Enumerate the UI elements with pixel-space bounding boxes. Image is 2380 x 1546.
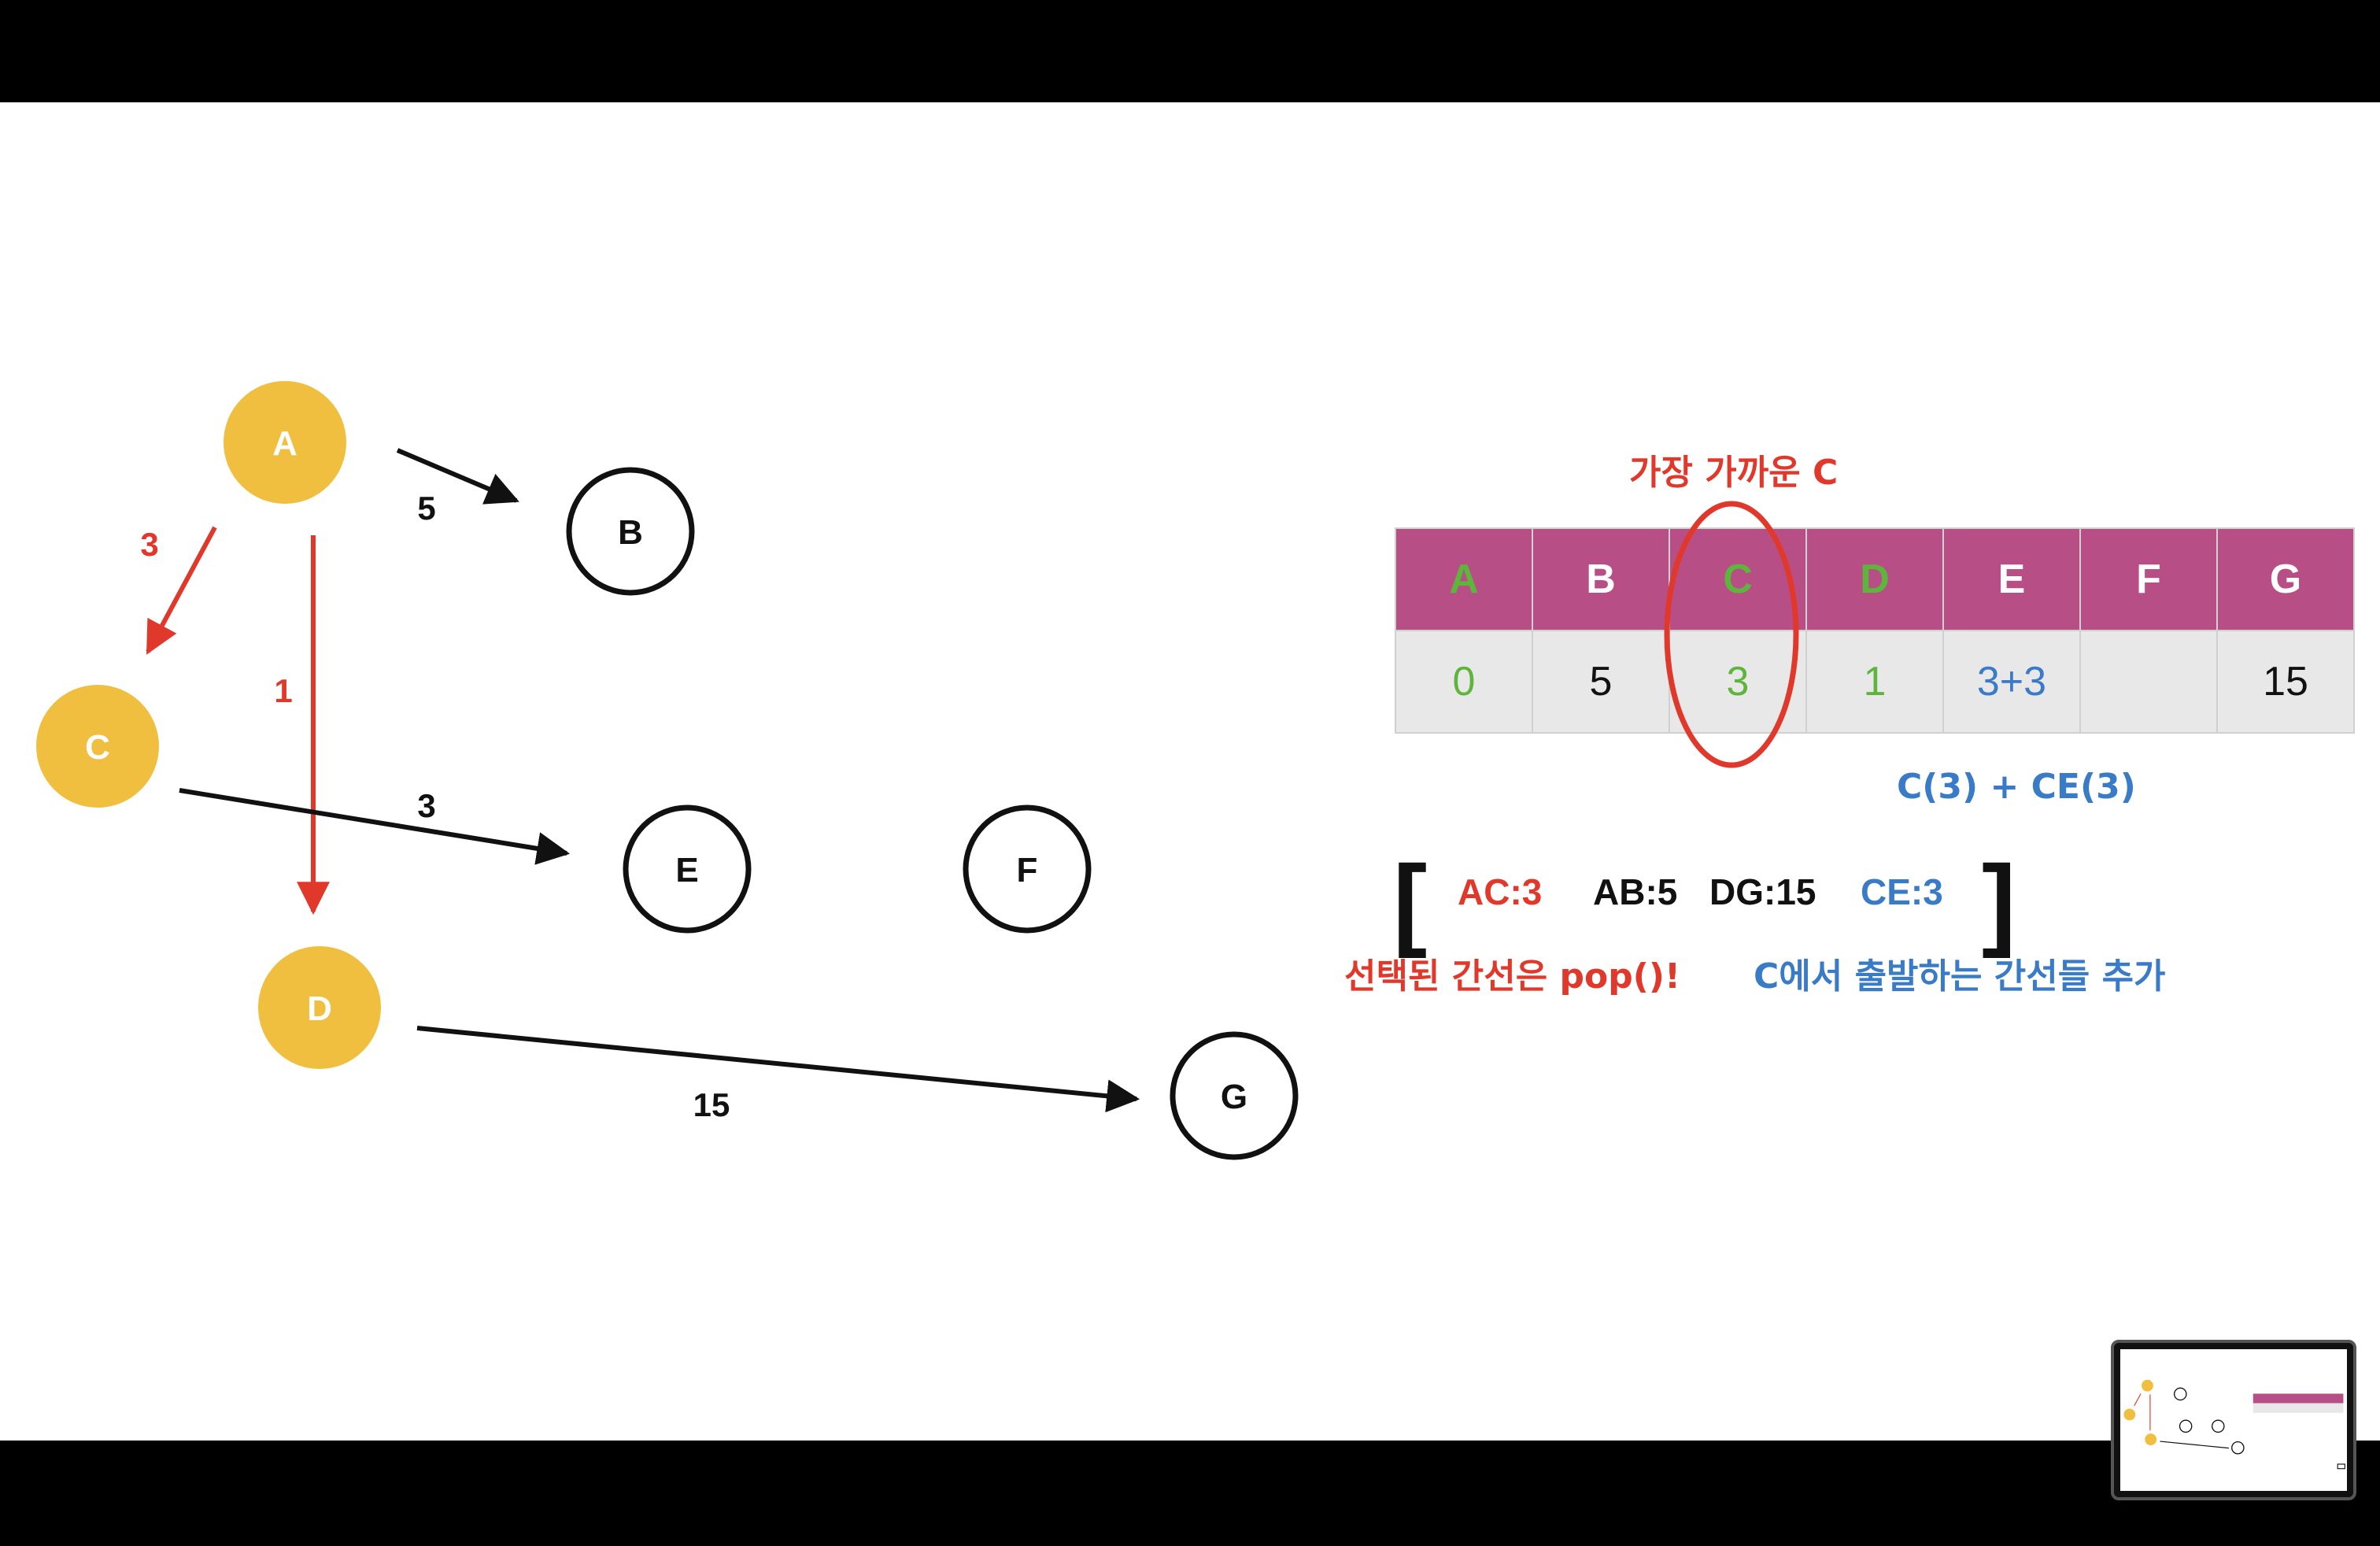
node-a: A [224, 381, 346, 504]
edge-weight-ac: 3 [140, 526, 158, 563]
thumbnail-miniature [2123, 1379, 2345, 1470]
pop-note: 선택된 간선은 pop()! [1344, 956, 1681, 997]
node-d: D [258, 946, 381, 1069]
node-g: G [1170, 1031, 1299, 1160]
node-circle-c [36, 685, 159, 808]
edge-dg [416, 1026, 1140, 1113]
queue-item-dg: DG:15 [1709, 871, 1816, 912]
node-label-f: F [1017, 851, 1038, 890]
node-label-b: B [618, 513, 643, 552]
node-circle-d [258, 946, 381, 1069]
slide-thumbnail[interactable] [2111, 1340, 2356, 1500]
header-cell-a: A [1395, 527, 1533, 631]
node-circle-g [1170, 1031, 1299, 1160]
header-cell-c: C [1669, 527, 1807, 631]
nodes-layer: A B C D E F G [36, 381, 1299, 1160]
node-c: C [36, 685, 159, 808]
value-cell-d: 1 [1805, 630, 1944, 734]
queue-open-bracket: [ [1393, 844, 1428, 959]
node-circle-b [566, 467, 695, 596]
edge-weight-dg: 15 [693, 1086, 730, 1123]
value-cell-g: 15 [2216, 630, 2355, 734]
value-cell-f [2079, 630, 2218, 734]
node-circle-a [224, 381, 346, 504]
graph-diagram: 5 3 1 3 15 A B C D E F G [36, 381, 1299, 1160]
closest-node-label: 가장 가까운 C [1629, 453, 1839, 493]
node-label-e: E [675, 851, 698, 890]
value-cell-e: 3+3 [1942, 630, 2081, 734]
node-circle-e [623, 804, 752, 934]
edge-ce [179, 788, 571, 865]
queue-item-ac: AC:3 [1458, 871, 1543, 912]
node-label-d: D [307, 989, 332, 1028]
edge-weight-ce: 3 [417, 787, 435, 824]
header-cell-e: E [1942, 527, 2081, 631]
add-edges-note: C에서 출발하는 간선들 추가 [1754, 956, 2166, 997]
value-cell-a: 0 [1395, 630, 1533, 734]
queue-item-ce: CE:3 [1861, 871, 1943, 912]
value-cell-b: 5 [1532, 630, 1670, 734]
distance-table-value-row: 0 5 3 1 3+3 15 [1395, 630, 2355, 734]
queue-item-ab: AB:5 [1593, 871, 1678, 912]
node-f: F [963, 804, 1092, 934]
header-cell-b: B [1532, 527, 1670, 631]
highlight-ellipse [1664, 501, 1799, 768]
edge-ac [146, 526, 217, 655]
edges-layer: 5 3 1 3 15 [140, 448, 1140, 1123]
slide-thumbnail-preview [2120, 1349, 2347, 1491]
header-cell-d: D [1805, 527, 1944, 631]
node-label-c: C [85, 728, 110, 767]
queue-close-bracket: ] [1982, 844, 2016, 959]
header-cell-f: F [2079, 527, 2218, 631]
header-cell-g: G [2216, 527, 2355, 631]
node-circle-f [963, 804, 1092, 934]
edge-weight-ab: 5 [417, 490, 435, 527]
node-label-g: G [1221, 1078, 1247, 1116]
node-e: E [623, 804, 752, 934]
node-label-a: A [272, 424, 298, 463]
distance-table-header-row: A B C D E F G [1395, 527, 2355, 631]
distance-table: A B C D E F G 0 5 3 1 3+3 15 [1395, 527, 2355, 734]
edge-weight-ad: 1 [274, 672, 292, 709]
update-note: C(3) + CE(3) [1897, 767, 2136, 807]
edge-ab [396, 448, 519, 505]
node-b: B [566, 467, 695, 596]
